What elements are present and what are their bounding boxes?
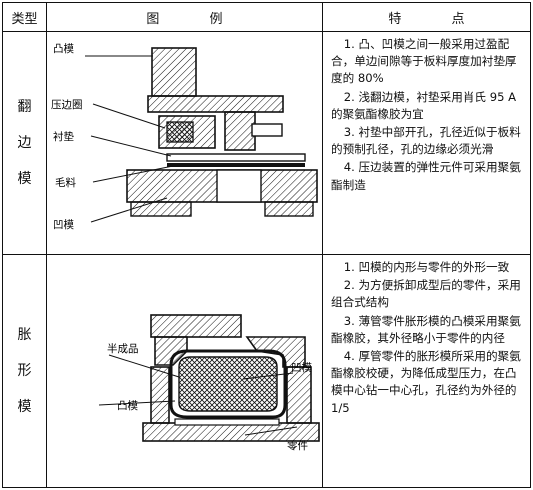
table-row-bulging: 胀 形 模 (2, 254, 531, 488)
label-die: 凹模 (291, 362, 312, 374)
feature-item: 3. 薄管零件胀形模的凸模采用聚氨酯橡胶，其外径略小于零件的内径 (331, 313, 521, 345)
pad-shape (166, 153, 306, 162)
feature-item: 2. 为方便拆卸成型后的零件，采用组合式结构 (331, 278, 521, 310)
header-features: 特 点 (322, 2, 531, 32)
type-char: 模 (17, 399, 32, 415)
leader-lines (85, 55, 174, 223)
type-char: 翻 (17, 99, 32, 115)
figure-cell-flanging: 凸模 压边圈 衬垫 毛料 凹模 (46, 31, 323, 255)
rubber-punch-shape (178, 356, 278, 412)
blank-shape (167, 163, 305, 167)
label-punch: 凸模 (53, 43, 74, 55)
label-punch: 凸模 (117, 400, 138, 412)
part-shape (169, 349, 287, 419)
lower-die-shape (142, 366, 320, 442)
feature-item: 4. 压边装置的弹性元件可采用聚氨酯制造 (331, 160, 521, 192)
label-semi-finished: 半成品 (107, 342, 139, 355)
feature-item: 2. 浅翻边模，衬垫采用肖氏 95 A 的聚氨酯橡胶为宜 (331, 89, 517, 121)
punch-shape (147, 47, 284, 151)
bulging-die-diagram: 半成品 凹模 凸模 零件 (98, 314, 320, 452)
leader-lines (98, 354, 298, 436)
features-cell-bulging: 1. 凹模的内形与零件的外形一致 2. 为方便拆卸成型后的零件，采用组合式结构 … (322, 254, 531, 488)
feature-item: 1. 凸、凹模之间一般采用过盈配合，单边间隙等于板料厚度加衬垫厚度的 80% (331, 37, 517, 86)
die-shape (126, 169, 318, 217)
type-cell-flanging: 翻 边 模 (2, 31, 47, 255)
feature-item: 4. 厚管零件的胀形模所采用的聚氨酯橡胶校硬，为降低成型压力，在凸模中心钻一中心… (331, 349, 521, 415)
label-blank: 毛料 (55, 176, 76, 189)
label-part: 零件 (287, 440, 308, 452)
label-blank-holder: 压边圈 (51, 99, 83, 111)
blank-holder-shape (158, 115, 216, 149)
type-cell-bulging: 胀 形 模 (2, 254, 47, 488)
header-row: 类型 图 例 特 点 (2, 2, 531, 32)
type-char: 形 (17, 363, 32, 379)
table-row-flanging: 翻 边 模 (2, 31, 531, 255)
feature-item: 3. 衬垫中部开孔，孔径近似于板料的预制孔径，孔的边缘必须光滑 (331, 125, 521, 157)
type-char: 边 (17, 135, 32, 151)
feature-item: 1. 凹模的内形与零件的外形一致 (343, 260, 510, 274)
header-figure: 图 例 (46, 2, 323, 32)
ram-shape (150, 314, 242, 338)
features-cell-flanging: 1. 凸、凹模之间一般采用过盈配合，单边间隙等于板料厚度加衬垫厚度的 80% 2… (322, 31, 531, 255)
flanging-die-diagram: 凸模 压边圈 衬垫 毛料 凹模 (51, 43, 318, 231)
label-die: 凹模 (53, 219, 74, 231)
type-char: 模 (17, 171, 32, 187)
label-pad: 衬垫 (53, 130, 74, 143)
type-char: 胀 (17, 327, 32, 343)
figure-cell-bulging: 半成品 凹模 凸模 零件 (46, 254, 323, 488)
header-type: 类型 (2, 2, 47, 32)
